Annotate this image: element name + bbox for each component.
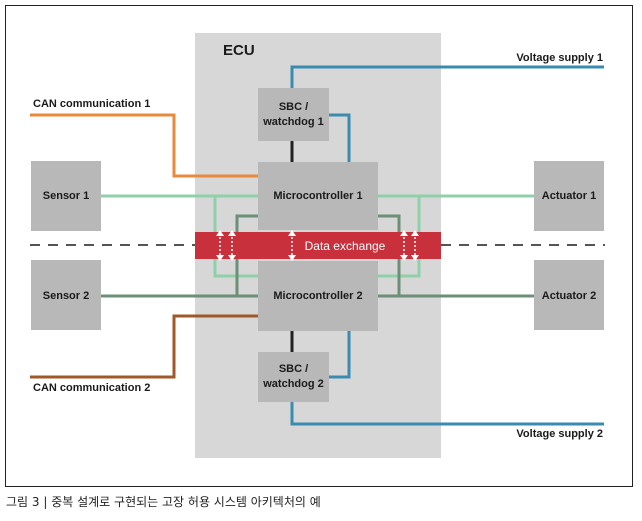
mcu1-label: Microcontroller 1 [273, 190, 362, 202]
mcu2-label: Microcontroller 2 [273, 290, 362, 302]
can-1-label: CAN communication 1 [33, 98, 150, 110]
voltage-supply-2-label: Voltage supply 2 [516, 428, 603, 440]
data-exchange-label: Data exchange [305, 239, 386, 253]
actuator1-label: Actuator 1 [542, 190, 596, 202]
data-exchange-arrows [216, 230, 419, 261]
sbc-watchdog-2-block: SBC / watchdog 2 [258, 352, 329, 402]
sensor2-mcu1-crosslink [235, 214, 258, 296]
voltage-supply-2-line [290, 402, 604, 426]
sbc2-label-line2: watchdog 2 [262, 378, 324, 390]
microcontroller-2-block: Microcontroller 2 [258, 261, 378, 331]
sensor2-label: Sensor 2 [43, 290, 89, 302]
sensor-2-block: Sensor 2 [31, 260, 101, 330]
mcu1-actuator2-crosslink [378, 196, 421, 278]
sbc2-mcu2-link [329, 331, 351, 379]
mcu2-actuator1-crosslink [378, 214, 401, 296]
can-2-label: CAN communication 2 [33, 382, 150, 394]
sbc1-label-line2: watchdog 1 [262, 116, 324, 128]
sbc1-label-line1: SBC / [279, 101, 308, 113]
sensor1-mcu2-crosslink [213, 196, 258, 278]
can-1-line [30, 113, 258, 178]
sensor-1-block: Sensor 1 [31, 161, 101, 231]
actuator2-label: Actuator 2 [542, 290, 596, 302]
voltage-supply-1-label: Voltage supply 1 [516, 52, 603, 64]
sbc2-label-line1: SBC / [279, 363, 308, 375]
data-exchange-bar [195, 232, 441, 259]
actuator-1-block: Actuator 1 [534, 161, 604, 231]
sbc1-mcu1-link [329, 113, 351, 162]
ecu-title: ECU [223, 42, 255, 59]
voltage-supply-1-line [290, 65, 604, 88]
sensor1-label: Sensor 1 [43, 190, 89, 202]
sbc-watchdog-1-block: SBC / watchdog 1 [258, 88, 329, 141]
actuator-2-block: Actuator 2 [534, 260, 604, 330]
microcontroller-1-block: Microcontroller 1 [258, 162, 378, 230]
figure-caption: 그림 3 | 중복 설계로 구현되는 고장 허용 시스템 아키텍처의 예 [6, 495, 321, 509]
can-2-line [30, 314, 258, 379]
